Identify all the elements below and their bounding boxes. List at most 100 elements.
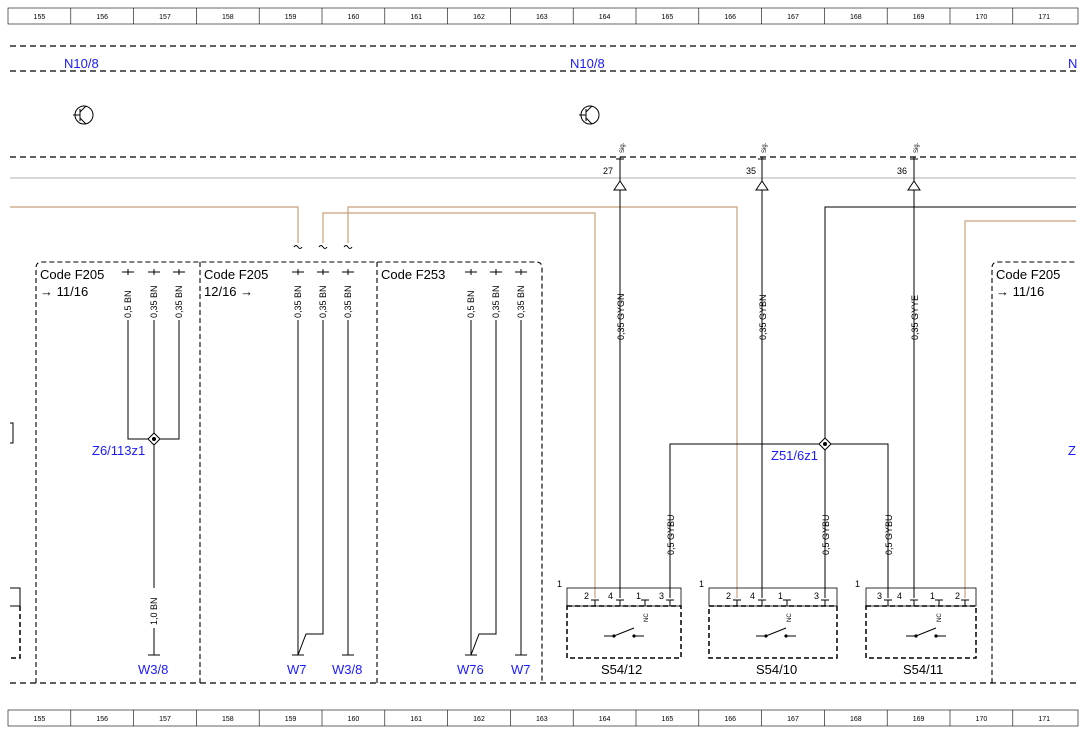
control-unit-label-left: N10/8 bbox=[64, 56, 99, 71]
ruler-number: 159 bbox=[285, 14, 297, 21]
ruler-number: 163 bbox=[536, 716, 548, 723]
ruler-number: 156 bbox=[96, 14, 108, 21]
signal-tag: Sig. bbox=[914, 142, 920, 153]
ruler-number: 170 bbox=[976, 14, 988, 21]
code-box-a-title: Code F205 bbox=[40, 267, 104, 282]
wire-label: 0,35 GYBN bbox=[758, 294, 768, 340]
ruler-number: 165 bbox=[662, 14, 674, 21]
junction-label: Z51/6z1 bbox=[771, 448, 818, 463]
nc-label: NC bbox=[644, 613, 650, 622]
pin-number: 1 bbox=[778, 591, 783, 601]
code-box-a-ref: → 11/16 bbox=[40, 284, 88, 299]
brown-wires bbox=[10, 206, 1076, 598]
ruler-number: 158 bbox=[222, 716, 234, 723]
pin-number: 35 bbox=[746, 166, 756, 176]
ground-label: W3/8 bbox=[332, 662, 362, 677]
arrow-right-icon: → bbox=[237, 284, 254, 299]
signal-wires bbox=[613, 157, 921, 598]
ruler-number: 164 bbox=[599, 14, 611, 21]
control-unit-label-center: N10/8 bbox=[570, 56, 605, 71]
ruler-number: 159 bbox=[285, 716, 297, 723]
ground-label: W3/8 bbox=[138, 662, 168, 677]
pin-number: 3 bbox=[814, 591, 819, 601]
ruler-number: 168 bbox=[850, 14, 862, 21]
ruler-number: 166 bbox=[724, 14, 736, 21]
junction-label: Z bbox=[1068, 443, 1076, 458]
code-box-c-title: Code F253 bbox=[381, 267, 445, 282]
pin-number: 4 bbox=[750, 591, 755, 601]
switch-name: S54/11 bbox=[903, 662, 943, 677]
signal-tag: Sig. bbox=[762, 142, 768, 153]
nc-label: NC bbox=[787, 613, 793, 622]
pin-number: 3 bbox=[877, 591, 882, 601]
switch-name: S54/12 bbox=[601, 662, 642, 677]
ruler-number: 160 bbox=[348, 14, 360, 21]
ruler-number: 169 bbox=[913, 14, 925, 21]
ruler-number: 162 bbox=[473, 716, 485, 723]
ground-label: W7 bbox=[511, 662, 531, 677]
wire-label: 0,35 BN bbox=[343, 285, 353, 318]
ground-label: W76 bbox=[457, 662, 484, 677]
box-b-wires bbox=[292, 269, 354, 656]
wire-label: 0,5 GYBU bbox=[821, 514, 831, 555]
wire-label: 0,35 GYGN bbox=[616, 293, 626, 340]
switch-name: S54/10 bbox=[756, 662, 797, 677]
nc-label: NC bbox=[937, 613, 943, 622]
code-box-b-title: Code F205 bbox=[204, 267, 268, 282]
control-unit-frame bbox=[10, 45, 1076, 158]
splice-icons bbox=[293, 245, 353, 249]
arrow-right-icon: → bbox=[40, 284, 57, 299]
code-box-d-ref: → 11/16 bbox=[996, 284, 1044, 299]
transistor-icon bbox=[73, 105, 94, 125]
transistor-icon bbox=[579, 105, 600, 125]
ruler-number: 160 bbox=[348, 716, 360, 723]
ruler-number: 155 bbox=[34, 716, 46, 723]
switch-index: 1 bbox=[557, 579, 562, 589]
ruler-number: 161 bbox=[410, 716, 422, 723]
wire-label: 0,35 BN bbox=[516, 285, 526, 318]
switch-index: 1 bbox=[699, 579, 704, 589]
arrow-right-icon: → bbox=[996, 284, 1013, 299]
wire-label: 0,35 BN bbox=[149, 285, 159, 318]
ruler-number: 169 bbox=[913, 716, 925, 723]
switch-index: 1 bbox=[855, 579, 860, 589]
wire-label: 0,35 BN bbox=[491, 285, 501, 318]
ground-label: W7 bbox=[287, 662, 307, 677]
wire-label: 0,5 BN bbox=[123, 290, 133, 318]
ruler-number: 157 bbox=[159, 716, 171, 723]
junction-icon bbox=[818, 437, 832, 451]
ruler-number: 170 bbox=[976, 716, 988, 723]
ruler-number: 162 bbox=[473, 14, 485, 21]
switch-s54-11 bbox=[865, 587, 977, 659]
junction-label: Z6/113z1 bbox=[92, 443, 145, 458]
pin-number: 3 bbox=[659, 591, 664, 601]
ruler-number: 165 bbox=[662, 716, 674, 723]
ruler-number: 155 bbox=[34, 14, 46, 21]
control-unit-label-right: N bbox=[1068, 56, 1077, 71]
ruler-number: 163 bbox=[536, 14, 548, 21]
code-box-d-title: Code F205 bbox=[996, 267, 1060, 282]
switch-s54-12 bbox=[566, 587, 682, 659]
wire-label: 0,35 BN bbox=[293, 285, 303, 318]
wire-label: 1,0 BN bbox=[149, 597, 159, 625]
pin-number: 4 bbox=[608, 591, 613, 601]
signal-tag: Sig. bbox=[620, 142, 626, 153]
wire-label: 0,5 BN bbox=[466, 290, 476, 318]
pin-number: 4 bbox=[897, 591, 902, 601]
ruler-number: 167 bbox=[787, 716, 799, 723]
ruler-number: 158 bbox=[222, 14, 234, 21]
ruler-number: 164 bbox=[599, 716, 611, 723]
wire-label: 0,5 GYBU bbox=[884, 514, 894, 555]
wire-label: 0,35 BN bbox=[174, 285, 184, 318]
wire-label: 0,35 BN bbox=[318, 285, 328, 318]
switch-s54-10 bbox=[708, 587, 838, 659]
ground-distribution bbox=[669, 206, 1076, 598]
ruler-number: 168 bbox=[850, 716, 862, 723]
pin-number: 1 bbox=[930, 591, 935, 601]
box-c-wires bbox=[465, 269, 527, 656]
ruler-number: 157 bbox=[159, 14, 171, 21]
ruler-number: 156 bbox=[96, 716, 108, 723]
ruler-number: 161 bbox=[410, 14, 422, 21]
